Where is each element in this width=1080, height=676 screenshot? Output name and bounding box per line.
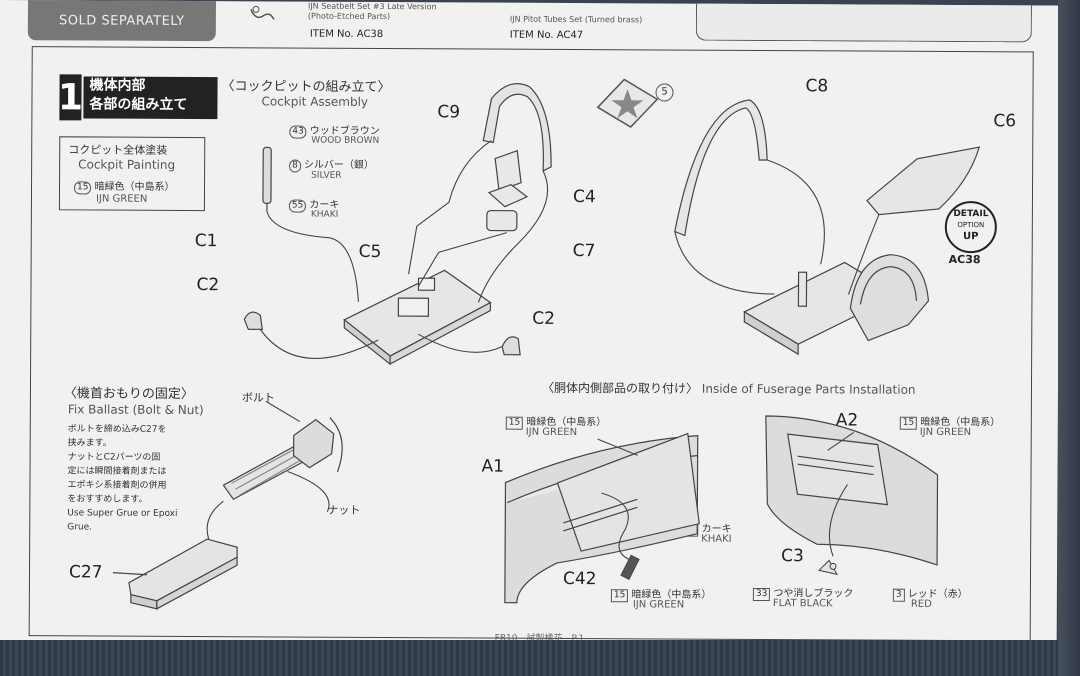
part-c7 xyxy=(486,209,518,232)
bolt-and-nut xyxy=(222,417,343,501)
part-c1-rod xyxy=(262,146,272,212)
assembly-arrows xyxy=(259,140,549,359)
part-c5-floor xyxy=(343,269,492,366)
part-c42 xyxy=(620,554,640,580)
background-fabric xyxy=(0,640,1080,676)
part-c6 xyxy=(866,146,981,216)
background-edge xyxy=(1058,0,1080,676)
part-c4-seat xyxy=(487,149,529,208)
seatbelt-icon xyxy=(248,3,278,23)
part-c27-weight xyxy=(112,538,238,610)
part-c2-right xyxy=(501,336,521,356)
cockpit-assembly-right xyxy=(743,254,930,356)
part-c9-seat-frame xyxy=(482,83,552,172)
part-c3 xyxy=(818,559,838,576)
part-c2-left xyxy=(243,311,263,330)
cockpit-arrows-right xyxy=(674,159,880,295)
fuselage-arrows xyxy=(597,432,855,560)
assembly-illustrations xyxy=(112,83,981,610)
instruction-sheet: SOLD SEPARATELY IJN Seatbelt Set #3 Late… xyxy=(0,0,1060,661)
part-c8-canopy-frame xyxy=(674,99,768,237)
part-a1-fuselage-half xyxy=(504,432,700,604)
part-a2-fuselage-half xyxy=(765,415,939,566)
